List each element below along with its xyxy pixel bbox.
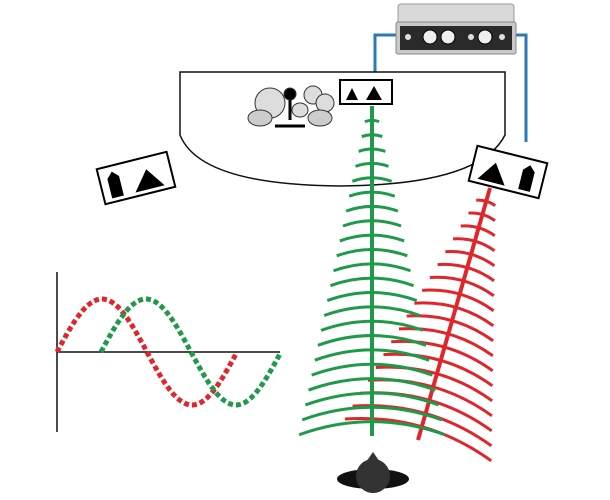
green-wavefront bbox=[301, 405, 443, 422]
green-wavefront bbox=[333, 262, 411, 273]
red-wavefront bbox=[375, 365, 494, 403]
green-wavefront bbox=[304, 391, 440, 407]
green-wavefront bbox=[354, 161, 390, 168]
cable-left bbox=[373, 33, 396, 82]
phase-graph bbox=[54, 272, 284, 432]
green-wavefront bbox=[323, 305, 421, 317]
green-wavefront bbox=[361, 133, 383, 138]
drum-kit-icon bbox=[247, 85, 335, 128]
red-wavefront bbox=[429, 275, 495, 297]
green-wavefront bbox=[329, 276, 415, 288]
green-wavefront bbox=[342, 219, 402, 228]
listener-head-icon bbox=[337, 452, 409, 493]
red-wavefront bbox=[422, 288, 495, 312]
green-wavefront bbox=[320, 319, 424, 332]
green-wavefront bbox=[348, 190, 396, 198]
center-speaker-icon bbox=[339, 79, 393, 105]
red-wavefront bbox=[391, 339, 494, 372]
red-sine-wave bbox=[54, 296, 240, 408]
red-wavefront bbox=[398, 327, 494, 357]
cable-right bbox=[514, 33, 528, 142]
green-wavefront bbox=[364, 118, 380, 124]
center-speaker-sound-waves bbox=[298, 106, 446, 437]
red-wavefront bbox=[452, 237, 496, 252]
green-wavefront bbox=[339, 233, 405, 243]
green-wavefront bbox=[326, 291, 418, 302]
green-wavefront bbox=[358, 147, 386, 153]
right-speaker-icon bbox=[467, 144, 549, 200]
red-wavefront bbox=[414, 301, 495, 327]
green-wavefront bbox=[314, 348, 430, 362]
green-wavefront bbox=[345, 204, 399, 213]
left-speaker-icon bbox=[95, 150, 177, 206]
green-wavefront bbox=[311, 362, 433, 377]
red-wavefront bbox=[460, 224, 496, 237]
green-wavefront bbox=[336, 248, 408, 258]
green-wavefront bbox=[298, 420, 446, 437]
audio-interface-icon bbox=[395, 3, 517, 55]
red-wavefront bbox=[437, 262, 495, 282]
red-wavefront bbox=[445, 250, 496, 267]
green-sine-wave bbox=[98, 296, 284, 408]
right-speaker-sound-waves bbox=[344, 187, 497, 463]
green-wavefront bbox=[351, 176, 393, 183]
red-beam bbox=[416, 187, 492, 441]
green-wavefront bbox=[308, 377, 436, 392]
red-wavefront bbox=[383, 352, 494, 387]
red-wavefront bbox=[476, 198, 497, 207]
red-wavefront bbox=[468, 211, 496, 222]
green-wavefront bbox=[317, 334, 427, 347]
